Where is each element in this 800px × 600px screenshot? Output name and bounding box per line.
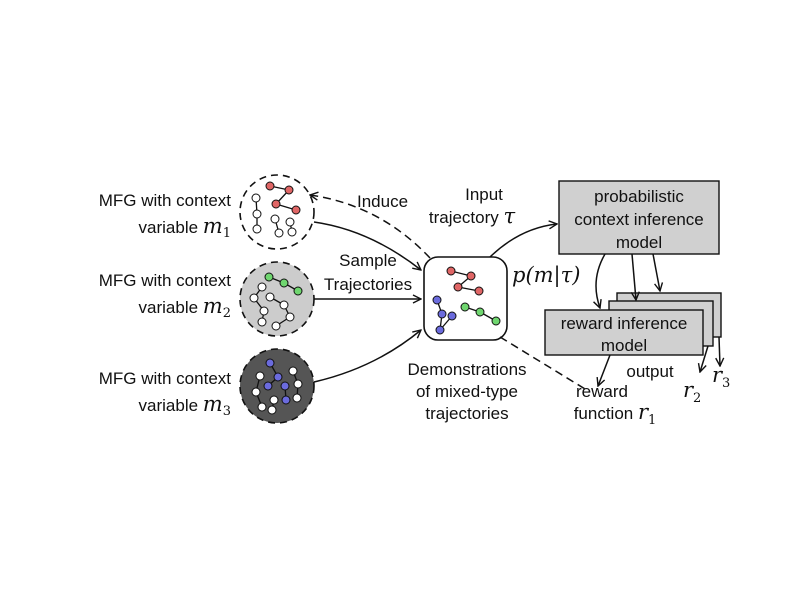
context-model-line2: context inference xyxy=(574,210,703,229)
arrow-induce xyxy=(310,195,431,259)
arrow-context-to-reward-3 xyxy=(652,253,660,291)
context-inference-model-box xyxy=(558,180,720,255)
context-2-label-line1: MFG with context xyxy=(99,271,232,290)
output-label: output xyxy=(626,362,674,381)
sample-label-line2: Trajectories xyxy=(324,275,412,294)
reward-label-line2: function r1 xyxy=(574,400,657,428)
demonstrations-label-line3: trajectories xyxy=(425,404,508,423)
context-model-line3: model xyxy=(616,233,662,252)
context-model-line1: probabilistic xyxy=(594,187,684,206)
context-1-label-line1: MFG with context xyxy=(99,191,232,210)
input-label-line2: trajectory τ xyxy=(429,204,516,228)
reward-model-line1: reward inference xyxy=(561,314,688,333)
context-2-label-line2: variable m2 xyxy=(139,294,231,321)
reward-inference-model-stack xyxy=(544,292,722,356)
context-circle-2 xyxy=(239,261,315,337)
arrow-output-r3 xyxy=(719,336,720,366)
context-circle-1 xyxy=(239,174,315,250)
demonstrations-box xyxy=(423,256,508,341)
input-label-line1: Input xyxy=(465,185,503,204)
arrow-output-r2 xyxy=(700,345,709,372)
arrow-context-to-reward-2 xyxy=(632,253,636,300)
output-r3: r3 xyxy=(712,363,730,391)
demonstrations-label-line1: Demonstrations xyxy=(407,360,526,379)
context-3-label-line1: MFG with context xyxy=(99,369,232,388)
arrow-sample-3 xyxy=(313,330,421,383)
sample-label-line1: Sample xyxy=(339,251,397,270)
arrow-sample-1 xyxy=(313,221,421,270)
arrow-input-trajectory xyxy=(489,224,557,258)
context-circle-3 xyxy=(239,348,315,424)
induce-label: Induce xyxy=(357,192,408,211)
arrow-reward-dashed xyxy=(499,336,591,393)
arrow-output-r1 xyxy=(598,354,611,386)
context-3-label-line2: variable m3 xyxy=(139,392,231,419)
reward-label-line1: reward xyxy=(576,382,628,401)
reward-model-line2: model xyxy=(601,336,647,355)
demonstrations-label-line2: of mixed-type xyxy=(416,382,518,401)
output-r2: r2 xyxy=(683,378,701,406)
context-1-label-line2: variable m1 xyxy=(139,214,231,241)
posterior-label: p(m|τ) xyxy=(512,263,580,288)
arrow-context-to-reward-1 xyxy=(596,253,606,308)
